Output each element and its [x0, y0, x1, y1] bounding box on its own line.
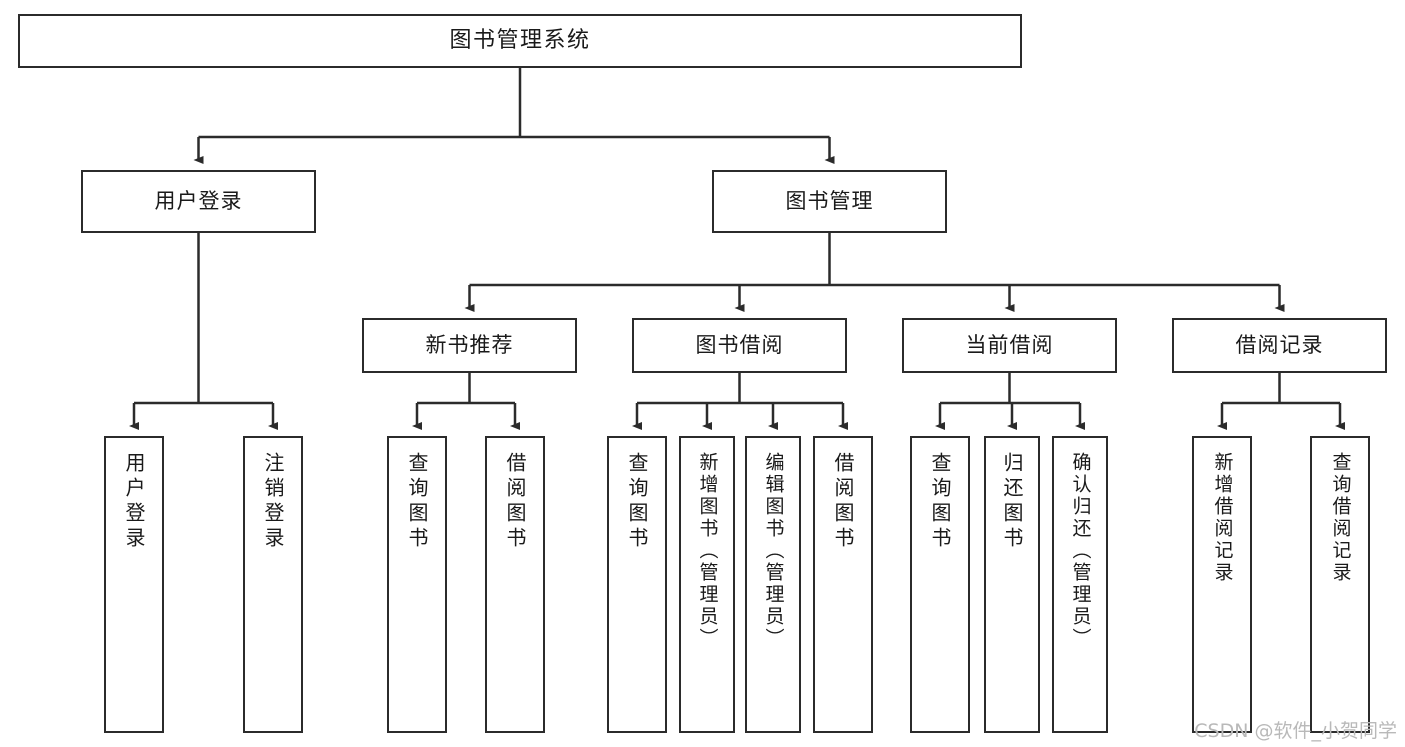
- node-leaf-bo-add[interactable]: 新增图书（管理员）: [679, 436, 735, 733]
- node-label: 用户登录: [154, 189, 243, 214]
- node-label: 查询借阅记录: [1329, 452, 1352, 584]
- node-label: 新书推荐: [425, 333, 514, 358]
- node-label: 借阅图书: [831, 452, 855, 552]
- node-leaf-bo-query[interactable]: 查询图书: [607, 436, 667, 733]
- node-label: 编辑图书（管理员）: [762, 452, 785, 650]
- node-leaf-cu-return[interactable]: 归还图书: [984, 436, 1040, 733]
- node-label: 新增借阅记录: [1211, 452, 1234, 584]
- node-leaf-cu-query[interactable]: 查询图书: [910, 436, 970, 733]
- node-label: 查询图书: [625, 452, 649, 552]
- node-label: 图书管理系统: [449, 28, 591, 54]
- node-label: 注销登录: [261, 452, 285, 552]
- node-leaf-bo-borrow[interactable]: 借阅图书: [813, 436, 873, 733]
- node-label: 查询图书: [928, 452, 952, 552]
- node-label: 新增图书（管理员）: [696, 452, 719, 650]
- node-label: 用户登录: [122, 452, 146, 552]
- node-records[interactable]: 借阅记录: [1172, 318, 1387, 373]
- node-current[interactable]: 当前借阅: [902, 318, 1117, 373]
- node-leaf-nb-borrow[interactable]: 借阅图书: [485, 436, 545, 733]
- node-leaf-user-login[interactable]: 用户登录: [104, 436, 164, 733]
- node-root[interactable]: 图书管理系统: [18, 14, 1022, 68]
- node-leaf-bo-edit[interactable]: 编辑图书（管理员）: [745, 436, 801, 733]
- node-label: 图书管理: [785, 189, 874, 214]
- node-label: 归还图书: [1000, 452, 1024, 552]
- node-leaf-user-logout[interactable]: 注销登录: [243, 436, 303, 733]
- node-label: 借阅记录: [1235, 333, 1324, 358]
- node-label: 图书借阅: [695, 333, 784, 358]
- node-label: 借阅图书: [503, 452, 527, 552]
- node-newbook[interactable]: 新书推荐: [362, 318, 577, 373]
- node-leaf-re-add[interactable]: 新增借阅记录: [1192, 436, 1252, 733]
- node-leaf-nb-query[interactable]: 查询图书: [387, 436, 447, 733]
- node-label: 当前借阅: [965, 333, 1054, 358]
- node-bookmgmt[interactable]: 图书管理: [712, 170, 947, 233]
- node-leaf-cu-confirm[interactable]: 确认归还（管理员）: [1052, 436, 1108, 733]
- node-borrow[interactable]: 图书借阅: [632, 318, 847, 373]
- node-login[interactable]: 用户登录: [81, 170, 316, 233]
- node-leaf-re-query[interactable]: 查询借阅记录: [1310, 436, 1370, 733]
- node-label: 确认归还（管理员）: [1069, 452, 1092, 650]
- node-label: 查询图书: [405, 452, 429, 552]
